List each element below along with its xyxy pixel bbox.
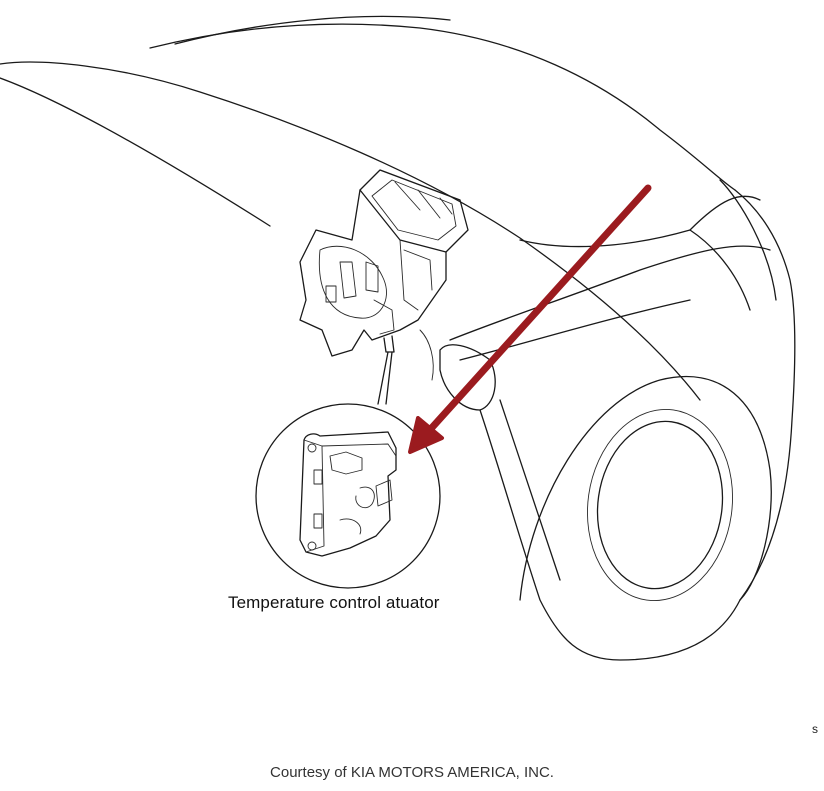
car-body-outline bbox=[0, 15, 796, 661]
red-arrow bbox=[408, 184, 652, 454]
leader-line bbox=[377, 351, 393, 405]
magnified-actuator-view bbox=[255, 403, 441, 589]
image-credit: Courtesy of KIA MOTORS AMERICA, INC. bbox=[270, 764, 554, 781]
corner-mark: s bbox=[812, 722, 818, 736]
component-label: Temperature control atuator bbox=[228, 593, 440, 612]
heater-unit bbox=[299, 169, 469, 381]
